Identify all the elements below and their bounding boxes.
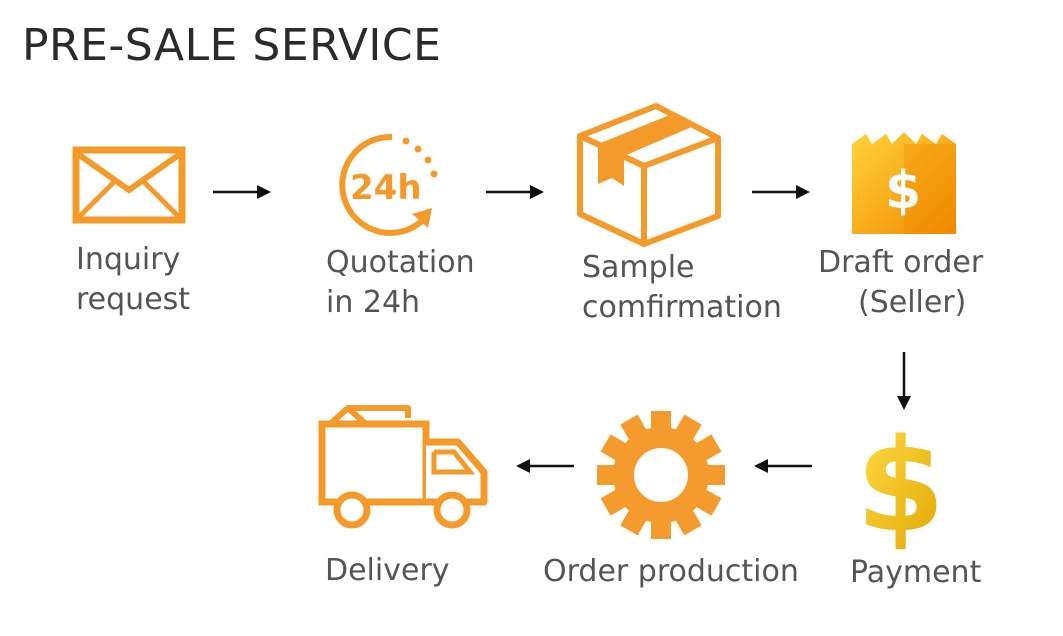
shield-dollar-text: $ xyxy=(885,161,921,221)
arrow-right-icon xyxy=(486,185,544,199)
step-label-quotation-line2: in 24h xyxy=(326,285,421,320)
arrow-right-icon xyxy=(213,185,271,199)
arrow-left-icon xyxy=(516,459,574,473)
step-label-draft-line1: Draft order xyxy=(818,245,984,280)
arrow-down-icon xyxy=(897,352,911,410)
step-label-sample-line2: comfirmation xyxy=(582,290,782,325)
box-icon xyxy=(577,103,721,247)
clock-24h-text: 24h xyxy=(350,168,422,208)
payment-dollar-text: $ xyxy=(856,420,944,550)
step-label-quotation-line1: Quotation xyxy=(326,245,475,280)
gear-icon xyxy=(597,411,725,539)
step-label-sample-line1: Sample xyxy=(582,250,695,285)
truck-icon xyxy=(318,405,488,529)
page-title: PRE-SALE SERVICE xyxy=(22,20,442,71)
step-label-draft-line2: (Seller) xyxy=(858,285,967,320)
arrow-left-icon xyxy=(754,459,812,473)
step-label-payment: Payment xyxy=(850,555,982,590)
dollar-sign-icon: $ xyxy=(856,420,944,550)
envelope-icon xyxy=(72,146,186,224)
arrow-right-icon xyxy=(752,185,810,199)
step-label-delivery: Delivery xyxy=(325,553,450,588)
clock-24h-icon: 24h xyxy=(339,133,438,236)
step-label-inquiry-line2: request xyxy=(76,282,191,317)
dollar-shield-icon: $ xyxy=(852,132,956,234)
step-label-production: Order production xyxy=(543,554,799,589)
step-label-inquiry-line1: Inquiry xyxy=(76,242,181,277)
